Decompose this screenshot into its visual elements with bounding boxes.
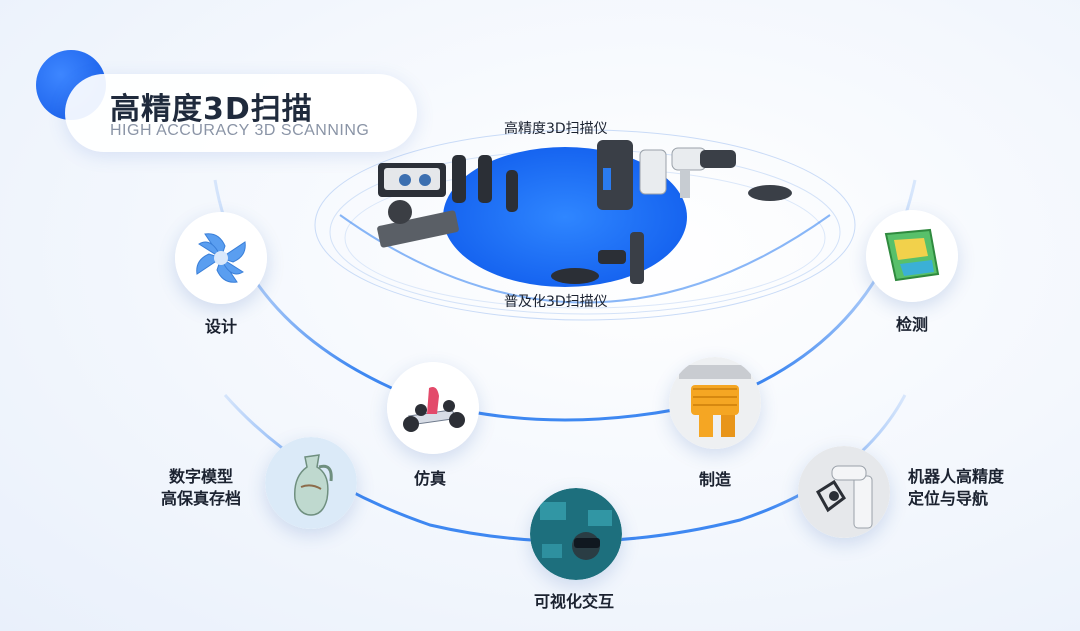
manufacturing-label: 制造 bbox=[699, 470, 732, 489]
inner-orbit bbox=[339, 214, 831, 304]
turbine-icon bbox=[175, 212, 267, 304]
inspection-node-image bbox=[866, 210, 958, 302]
title-card bbox=[65, 74, 417, 152]
visual-interaction-node-image bbox=[530, 488, 622, 580]
vase-icon bbox=[265, 437, 357, 529]
high-precision-scanner-label: 高精度3D扫描仪 bbox=[504, 121, 608, 137]
middle-orbit bbox=[213, 179, 917, 422]
robot-node-image bbox=[798, 446, 890, 538]
car-door-icon bbox=[866, 210, 958, 302]
concentric-ring bbox=[314, 129, 856, 321]
inspection-label: 检测 bbox=[896, 315, 929, 334]
digital-archive-label: 数字模型 高保真存档 bbox=[161, 466, 241, 510]
robot-label: 机器人高精度 定位与导航 bbox=[908, 466, 1004, 510]
robot-line1: 机器人高精度 bbox=[908, 467, 1005, 486]
robot-line2: 定位与导航 bbox=[908, 489, 989, 508]
design-label: 设计 bbox=[205, 317, 238, 336]
popular-scanner-label: 普及化3D扫描仪 bbox=[504, 294, 608, 310]
robot-arm-icon bbox=[798, 446, 890, 538]
simulation-label: 仿真 bbox=[414, 469, 447, 488]
go-kart-icon bbox=[387, 362, 479, 454]
vr-headset-icon bbox=[530, 488, 622, 580]
visual-interaction-label: 可视化交互 bbox=[534, 592, 615, 611]
simulation-node-image bbox=[387, 362, 479, 454]
digital-archive-line1: 数字模型 bbox=[169, 467, 234, 486]
manufacturing-node-image bbox=[669, 357, 761, 449]
scanner-devices bbox=[377, 140, 792, 284]
page-subtitle: HIGH ACCURACY 3D SCANNING bbox=[110, 122, 370, 139]
digital-archive-node-image bbox=[265, 437, 357, 529]
printed-part-icon bbox=[669, 357, 761, 449]
digital-archive-line2: 高保真存档 bbox=[161, 489, 242, 508]
design-node-image bbox=[175, 212, 267, 304]
page-title: 高精度3D扫描 bbox=[110, 92, 313, 127]
